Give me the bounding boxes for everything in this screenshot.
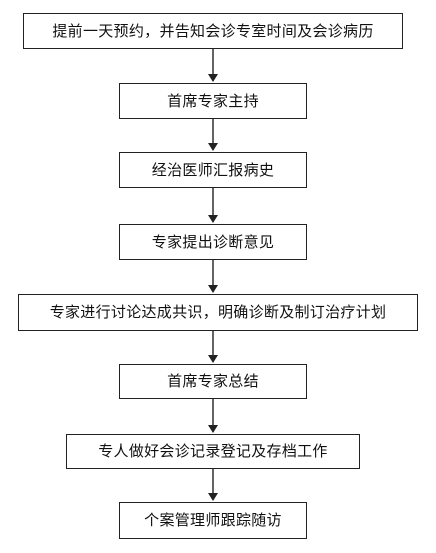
flow-step-5-label: 专家进行讨论达成共识，明确诊断及制订治疗计划 <box>49 303 387 321</box>
flow-step-6: 首席专家总结 <box>119 364 307 399</box>
flow-step-7: 专人做好会诊记录登记及存档工作 <box>66 434 360 469</box>
flow-step-8: 个案管理师跟踪随访 <box>119 502 307 539</box>
flow-step-7-label: 专人做好会诊记录登记及存档工作 <box>98 442 328 460</box>
flow-step-2-label: 首席专家主持 <box>167 91 259 110</box>
flow-step-5: 专家进行讨论达成共识，明确诊断及制订治疗计划 <box>18 294 418 331</box>
flow-step-3: 经治医师汇报病史 <box>119 152 307 188</box>
flow-step-8-label: 个案管理师跟踪随访 <box>144 511 282 529</box>
flow-step-1-label: 提前一天预约，并告知会诊专室时间及会诊病历 <box>52 21 374 40</box>
flow-step-4: 专家提出诊断意见 <box>119 224 307 260</box>
flow-step-4-label: 专家提出诊断意见 <box>151 232 275 251</box>
flow-step-3-label: 经治医师汇报病史 <box>151 160 275 179</box>
flow-step-6-label: 首席专家总结 <box>167 372 259 390</box>
flow-step-2: 首席专家主持 <box>119 83 307 119</box>
flow-step-1: 提前一天预约，并告知会诊专室时间及会诊病历 <box>23 13 403 49</box>
